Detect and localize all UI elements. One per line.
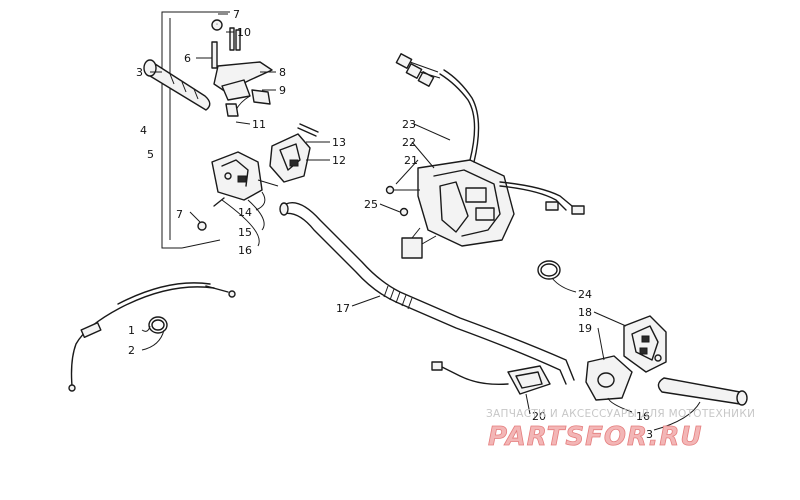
callout-labels: 7 10 6 3 8 9 11 4 13 5 12 14 7 15 16 17 … [128,8,653,441]
connector-20 [431,361,551,395]
callout-6: 6 [184,52,191,65]
callout-7-bottom: 7 [176,208,183,221]
wiring-harness [395,53,585,215]
callout-12: 12 [332,154,346,167]
callout-8: 8 [279,66,286,79]
watermark-tagline: ЗАПЧАСТИ И АКСЕССУАРЫ ДЛЯ МОТОТЕХНИКИ [486,408,755,420]
switch-housing-right [623,315,667,373]
callout-11: 11 [252,118,266,131]
switch-housing-left [211,151,279,201]
callout-1: 1 [128,324,135,337]
leader-lines [141,13,701,431]
control-module [401,159,515,259]
callout-14: 14 [238,206,252,219]
callout-5: 5 [147,148,154,161]
bracket-4-5 [161,11,230,249]
callout-18: 18 [578,306,592,319]
screws-left [197,23,225,231]
callout-22: 22 [402,136,416,149]
callout-24: 24 [578,288,592,301]
callout-20: 20 [532,410,546,423]
callout-19: 19 [578,322,592,335]
callout-9: 9 [279,84,286,97]
callout-2: 2 [128,344,135,357]
handlebar-grip-left [143,59,211,111]
callout-7-top: 7 [233,8,240,21]
watermark-brand: PARTSFOR.RU [488,422,702,452]
callout-17: 17 [336,302,350,315]
callout-13: 13 [332,136,346,149]
callout-3-right: 3 [646,428,653,441]
screws-module [385,185,420,217]
clamp-ring-24 [537,260,561,280]
handlebar-grip-right [657,377,748,406]
callout-23: 23 [402,118,416,131]
callout-16-left: 16 [238,244,252,257]
callout-4: 4 [140,124,147,137]
callout-3-left: 3 [136,66,143,79]
bracket-19 [585,355,633,401]
clamp-ring-2 [148,316,168,334]
watermark: ЗАПЧАСТИ И АКСЕССУАРЫ ДЛЯ МОТОТЕХНИКИ PA… [486,408,755,452]
callout-15: 15 [238,226,252,239]
callout-10: 10 [237,26,251,39]
lever-assembly [211,19,273,117]
switch-assembly [269,123,319,183]
handlebar-tube [279,202,575,385]
callout-21: 21 [404,154,418,167]
callout-16-right: 16 [636,410,650,423]
callout-25: 25 [364,198,378,211]
throttle-cable [68,282,236,392]
